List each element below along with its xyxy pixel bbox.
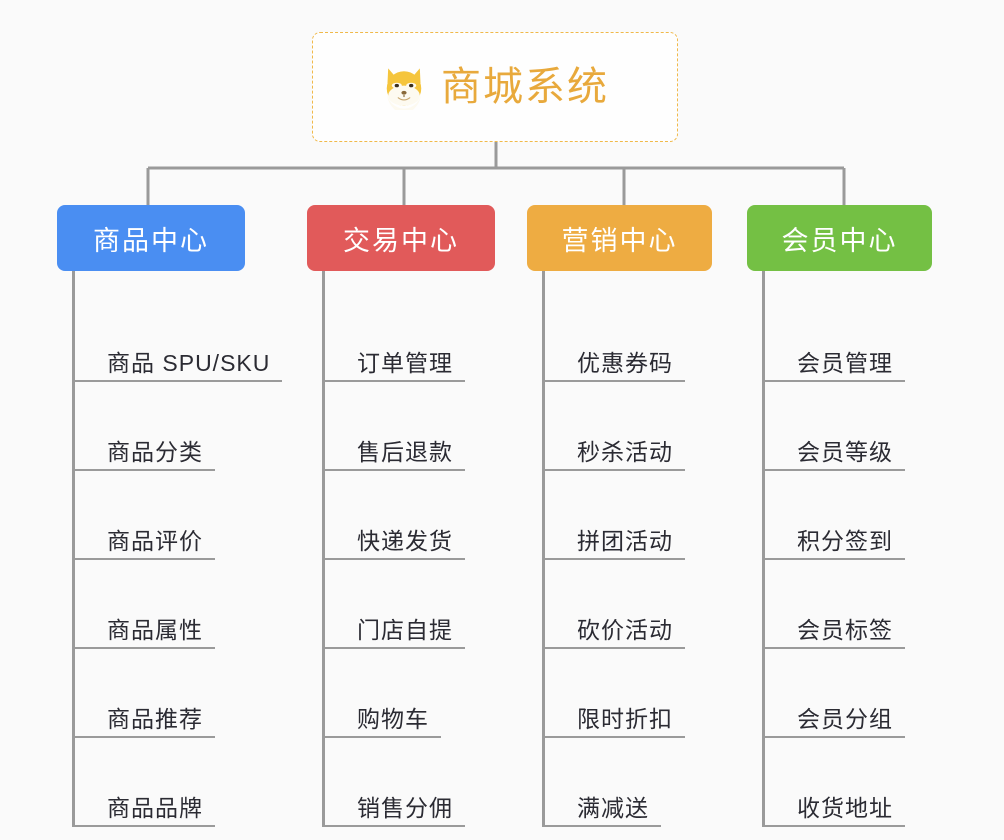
leaf-underline [325,558,465,560]
list-item[interactable]: 门店自提 [325,560,527,649]
list-item[interactable]: 秒杀活动 [545,382,747,471]
leaf-label: 会员标签 [797,617,893,644]
branch-column-marketing-center: 营销中心 优惠券码 秒杀活动 拼团活动 砍价活动 限时折扣 [527,205,747,827]
list-item[interactable]: 会员标签 [765,560,967,649]
root-title: 商城系统 [441,65,609,109]
leaf-label: 积分签到 [797,528,893,555]
leaf-label: 满减送 [577,795,649,822]
leaf-list-member-center: 会员管理 会员等级 积分签到 会员标签 会员分组 收货地址 [762,271,967,827]
category-label: 商品中心 [93,225,209,256]
leaf-underline [325,736,441,738]
leaf-underline [545,736,685,738]
leaf-label: 购物车 [357,706,429,733]
branch-column-member-center: 会员中心 会员管理 会员等级 积分签到 会员标签 会员分组 [747,205,967,827]
category-label: 会员中心 [781,225,898,256]
leaf-underline [545,825,661,827]
leaf-label: 商品推荐 [107,706,203,733]
leaf-underline [75,825,215,827]
leaf-label: 商品 SPU/SKU [107,350,271,377]
leaf-underline [75,469,215,471]
list-item[interactable]: 商品评价 [75,471,277,560]
list-item[interactable]: 订单管理 [325,293,527,382]
leaf-underline [545,469,685,471]
leaf-underline [75,736,215,738]
leaf-label: 商品品牌 [107,795,203,822]
category-header-trade-center[interactable]: 交易中心 [307,205,495,271]
leaf-underline [325,469,465,471]
leaf-label: 优惠券码 [577,350,673,377]
leaf-underline [325,380,465,382]
leaf-label: 订单管理 [357,350,453,377]
branch-column-trade-center: 交易中心 订单管理 售后退款 快递发货 门店自提 购物车 [307,205,527,827]
leaf-label: 商品属性 [107,617,203,644]
leaf-underline [325,825,465,827]
list-item[interactable]: 积分签到 [765,471,967,560]
leaf-underline [765,558,905,560]
leaf-underline [75,558,215,560]
list-item[interactable]: 会员等级 [765,382,967,471]
list-item[interactable]: 商品推荐 [75,649,277,738]
list-item[interactable]: 满减送 [545,738,747,827]
list-item[interactable]: 砍价活动 [545,560,747,649]
list-item[interactable]: 快递发货 [325,471,527,560]
list-item[interactable]: 商品 SPU/SKU [75,293,282,382]
leaf-label: 售后退款 [357,439,453,466]
leaf-underline [765,647,905,649]
list-item[interactable]: 会员分组 [765,649,967,738]
leaf-label: 限时折扣 [577,706,673,733]
category-label: 交易中心 [343,225,459,256]
category-header-marketing-center[interactable]: 营销中心 [527,205,712,271]
category-label: 营销中心 [561,225,678,256]
list-item[interactable]: 商品属性 [75,560,277,649]
category-header-member-center[interactable]: 会员中心 [747,205,932,271]
leaf-label: 会员分组 [797,706,893,733]
leaf-label: 商品评价 [107,528,203,555]
leaf-label: 拼团活动 [577,528,673,555]
leaf-label: 商品分类 [107,439,203,466]
list-item[interactable]: 售后退款 [325,382,527,471]
leaf-underline [545,380,685,382]
leaf-underline [765,736,905,738]
leaf-underline [545,647,685,649]
leaf-label: 销售分佣 [357,795,453,822]
root-node-shopping-mall-system[interactable]: 商城系统 [312,32,678,142]
leaf-label: 会员管理 [797,350,893,377]
leaf-underline [545,558,685,560]
leaf-label: 门店自提 [357,617,453,644]
leaf-underline [325,647,465,649]
list-item[interactable]: 会员管理 [765,293,967,382]
list-item[interactable]: 购物车 [325,649,527,738]
list-item[interactable]: 限时折扣 [545,649,747,738]
leaf-list-product-center: 商品 SPU/SKU 商品分类 商品评价 商品属性 商品推荐 商品品牌 [72,271,282,827]
leaf-label: 快递发货 [357,528,453,555]
list-item[interactable]: 商品分类 [75,382,277,471]
leaf-list-marketing-center: 优惠券码 秒杀活动 拼团活动 砍价活动 限时折扣 满减送 [542,271,747,827]
list-item[interactable]: 收货地址 [765,738,967,827]
category-header-product-center[interactable]: 商品中心 [57,205,245,271]
shiba-dog-face-icon [386,68,422,110]
leaf-list-trade-center: 订单管理 售后退款 快递发货 门店自提 购物车 销售分佣 [322,271,527,827]
leaf-underline [75,647,215,649]
branch-column-product-center: 商品中心 商品 SPU/SKU 商品分类 商品评价 商品属性 商品推荐 [57,205,282,827]
leaf-underline [765,380,905,382]
list-item[interactable]: 商品品牌 [75,738,277,827]
list-item[interactable]: 拼团活动 [545,471,747,560]
list-item[interactable]: 销售分佣 [325,738,527,827]
leaf-underline [765,825,905,827]
leaf-label: 会员等级 [797,439,893,466]
leaf-underline [75,380,282,382]
leaf-underline [765,469,905,471]
leaf-label: 砍价活动 [577,617,673,644]
leaf-label: 秒杀活动 [577,439,673,466]
list-item[interactable]: 优惠券码 [545,293,747,382]
leaf-label: 收货地址 [797,795,893,822]
